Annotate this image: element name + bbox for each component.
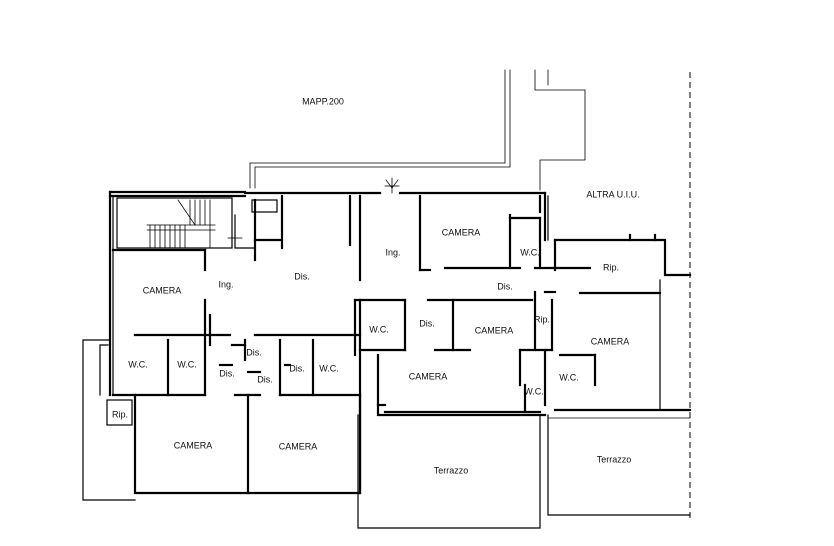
room-dis-small-4: Dis. [257, 374, 273, 384]
parcel-label: MAPP.200 [302, 96, 344, 106]
room-ing-left: Ing. [218, 279, 233, 289]
room-dis-small-3: Dis. [219, 368, 235, 378]
room-terrazzo-1: Terrazzo [434, 465, 469, 475]
room-camera-bottom-left: CAMERA [174, 440, 213, 450]
room-camera-center: CAMERA [475, 325, 514, 335]
outer-walls [82, 190, 692, 501]
adjacent-unit-label: ALTRA U.I.U. [586, 189, 639, 199]
room-wc-left-2: W.C. [177, 359, 197, 369]
room-camera-left: CAMERA [143, 285, 182, 295]
room-camera-bottom-mid: CAMERA [279, 441, 318, 451]
entry-arrow [384, 177, 400, 194]
room-dis-main: Dis. [294, 271, 310, 281]
room-wc-center: W.C. [319, 363, 339, 373]
room-camera-top: CAMERA [442, 227, 481, 237]
room-dis-small-1: Dis. [246, 347, 262, 357]
parcel-boundary [249, 69, 691, 520]
room-wc-right-1: W.C. [524, 386, 544, 396]
labels: MAPP.200 ALTRA U.I.U. CAMERA Ing. W.C. R… [112, 96, 640, 475]
room-ing-center: Ing. [385, 247, 400, 257]
room-wc-right-2: W.C. [559, 372, 579, 382]
room-wc-mid: W.C. [369, 324, 389, 334]
room-dis-mid: Dis. [419, 318, 435, 328]
room-dis-small-2: Dis. [289, 363, 305, 373]
room-rip-right: Rip. [603, 262, 619, 272]
room-camera-right: CAMERA [591, 336, 630, 346]
room-dis-right: Dis. [497, 281, 513, 291]
interior-walls [111, 194, 662, 495]
room-wc-top: W.C. [520, 247, 540, 257]
terraces [357, 414, 691, 529]
room-rip-left: Rip. [112, 409, 128, 419]
room-rip-center: Rip. [534, 314, 550, 324]
room-wc-left-1: W.C. [128, 359, 148, 369]
staircase [116, 197, 278, 249]
room-camera-mid: CAMERA [409, 371, 448, 381]
room-terrazzo-2: Terrazzo [597, 454, 632, 464]
